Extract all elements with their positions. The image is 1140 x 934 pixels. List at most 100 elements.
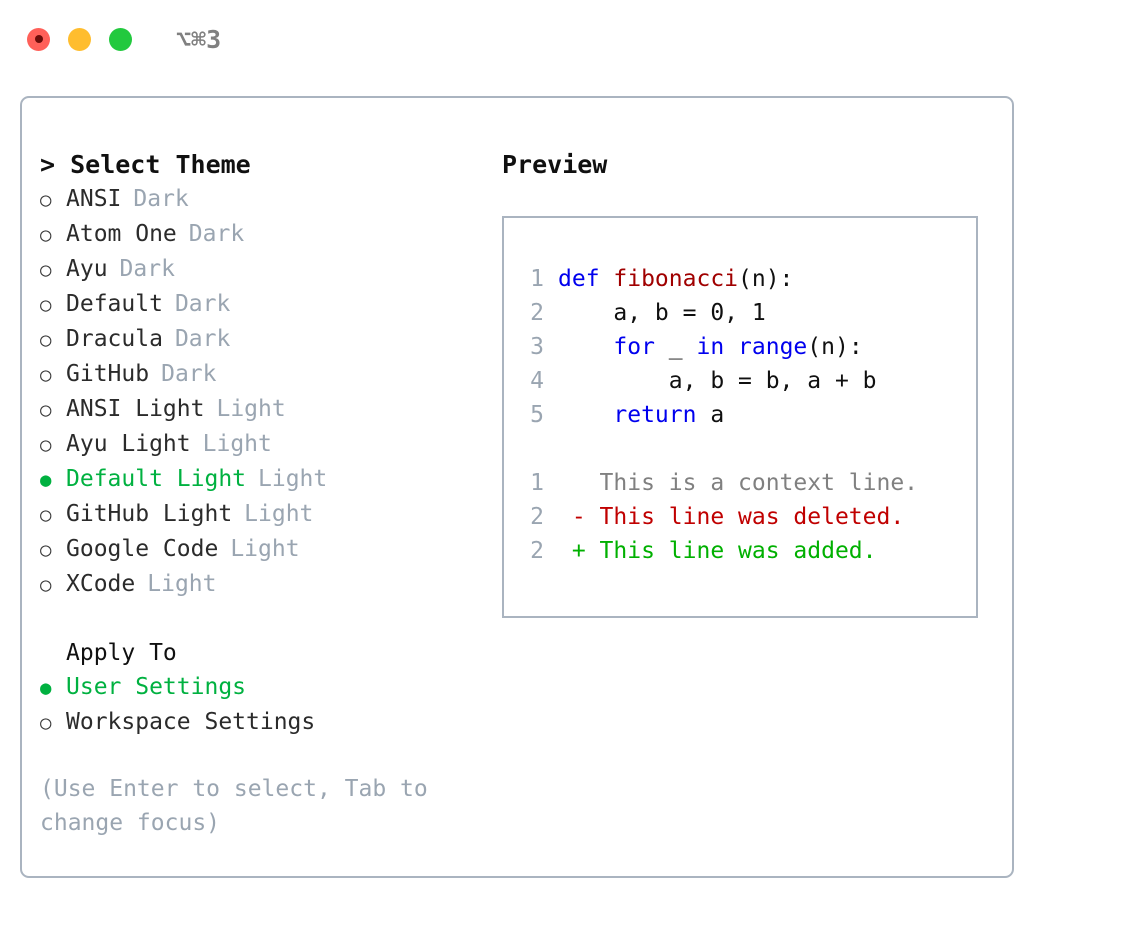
theme-name-label: Default Light — [66, 466, 247, 492]
close-button-icon[interactable] — [27, 27, 50, 51]
keyboard-hint-text: (Use Enter to select, Tab to change focu… — [40, 776, 442, 836]
radio-selected-icon[interactable]: ● — [40, 677, 52, 699]
theme-variant-label: Dark — [188, 221, 245, 247]
theme-name-label: Atom One — [66, 221, 177, 247]
code-line: 4 a, b = b, a + b — [518, 364, 918, 398]
theme-variant-label: Dark — [161, 361, 217, 387]
theme-name-label: Ayu — [66, 256, 108, 282]
theme-variant-label: Light — [202, 431, 272, 457]
theme-list-item[interactable]: ○ GitHub Light Light — [40, 497, 480, 532]
theme-list-item[interactable]: ○ Atom One Dark — [40, 217, 480, 252]
diff-line: 2 - This line was deleted. — [518, 500, 918, 534]
apply-to-item[interactable]: ● User Settings — [40, 670, 480, 705]
line-number: 2 — [530, 538, 544, 564]
radio-unselected-icon[interactable]: ○ — [40, 189, 52, 211]
radio-unselected-icon[interactable]: ○ — [40, 574, 52, 596]
theme-variant-label: Dark — [174, 326, 231, 352]
line-number: 4 — [530, 368, 544, 394]
theme-variant-label: Light — [147, 571, 217, 597]
code-token: a — [696, 402, 725, 428]
minimize-button-icon[interactable] — [68, 27, 91, 51]
radio-selected-icon[interactable]: ● — [40, 469, 52, 491]
theme-name-label: ANSI Light — [66, 396, 205, 422]
code-token: _ — [654, 334, 697, 360]
theme-list-item[interactable]: ○ Ayu Dark — [40, 252, 480, 287]
maximize-button-icon[interactable] — [109, 27, 132, 51]
close-inner-dot — [34, 35, 43, 43]
radio-unselected-icon[interactable]: ○ — [40, 224, 52, 246]
theme-variant-label: Dark — [174, 291, 231, 317]
theme-list-item[interactable]: ○ Ayu Light Light — [40, 427, 480, 462]
radio-unselected-icon[interactable]: ○ — [40, 329, 52, 351]
code-token: a, b = b, a + b — [558, 368, 877, 394]
code-line-text: - This line was deleted. — [558, 500, 904, 534]
theme-variant-label: Light — [216, 396, 286, 422]
code-token: in — [696, 334, 725, 360]
code-token: a, b = 0, 1 — [558, 300, 766, 326]
theme-variant-label: Light — [258, 466, 328, 492]
code-line: 2 a, b = 0, 1 — [518, 296, 918, 330]
radio-unselected-icon[interactable]: ○ — [40, 434, 52, 456]
theme-list-item[interactable]: ● Default Light Light — [40, 462, 480, 497]
apply-to-label: User Settings — [66, 674, 247, 700]
theme-list-item[interactable]: ○ XCode Light — [40, 567, 480, 602]
theme-name-label: XCode — [66, 571, 136, 597]
line-number: 3 — [530, 334, 544, 360]
theme-list-item[interactable]: ○ ANSI Light Light — [40, 392, 480, 427]
theme-name-label: Ayu Light — [66, 431, 191, 457]
code-token: range — [738, 334, 808, 360]
code-line-text: a, b = b, a + b — [558, 364, 877, 398]
theme-variant-label: Light — [244, 501, 314, 527]
radio-unselected-icon[interactable]: ○ — [40, 539, 52, 561]
code-token: fibonacci — [613, 266, 739, 292]
radio-unselected-icon[interactable]: ○ — [40, 399, 52, 421]
apply-to-list: ● User Settings ○ Workspace Settings — [40, 670, 480, 740]
code-line-text: This is a context line. — [558, 466, 919, 500]
apply-to-label: Workspace Settings — [66, 709, 316, 735]
code-token — [558, 334, 613, 360]
radio-unselected-icon[interactable]: ○ — [40, 364, 52, 386]
code-token — [724, 334, 738, 360]
code-token — [558, 402, 613, 428]
theme-name-label: Google Code — [66, 536, 219, 562]
theme-variant-label: Dark — [119, 256, 175, 282]
theme-name-label: GitHub Light — [66, 501, 233, 527]
preview-title: Preview — [502, 150, 608, 179]
code-token: - This line was deleted. — [558, 504, 905, 530]
diff-line: 2 + This line was added. — [518, 534, 918, 568]
code-line: 1 def fibonacci(n): — [518, 262, 918, 296]
keyboard-shortcut-label: ⌥⌘3 — [176, 24, 222, 54]
code-token: for — [613, 334, 655, 360]
code-diff-separator — [518, 432, 918, 466]
line-number: 5 — [530, 402, 544, 428]
code-line-text: a, b = 0, 1 — [558, 296, 766, 330]
window-titlebar: ⌥⌘3 — [0, 0, 1140, 78]
list-spacer — [40, 602, 480, 636]
code-token: return — [613, 402, 697, 428]
radio-unselected-icon[interactable]: ○ — [40, 294, 52, 316]
radio-unselected-icon[interactable]: ○ — [40, 259, 52, 281]
radio-unselected-icon[interactable]: ○ — [40, 504, 52, 526]
radio-unselected-icon[interactable]: ○ — [40, 712, 52, 734]
line-number: 1 — [530, 266, 544, 292]
theme-variant-label: Dark — [133, 186, 189, 212]
code-token: (n): — [738, 266, 794, 292]
apply-to-item[interactable]: ○ Workspace Settings — [40, 705, 480, 740]
select-theme-header: > Select Theme — [40, 150, 251, 179]
code-token: def — [558, 266, 614, 292]
code-line: 3 for _ in range(n): — [518, 330, 918, 364]
code-line: 5 return a — [518, 398, 918, 432]
diff-block: 1 This is a context line.2 - This line w… — [518, 466, 918, 568]
